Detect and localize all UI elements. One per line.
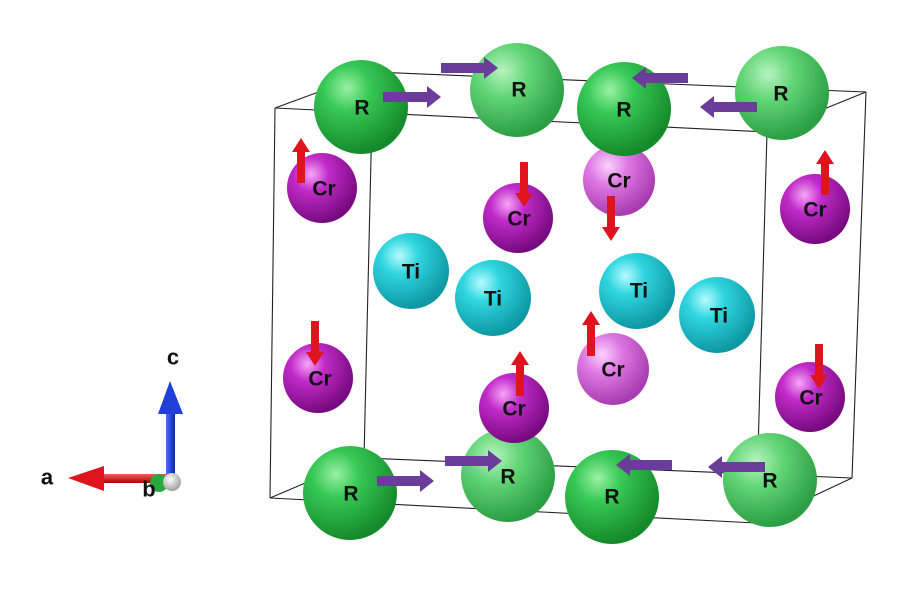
atom-Ti: Ti [599, 253, 675, 329]
atom-Ti: Ti [373, 233, 449, 309]
atom-label: R [616, 99, 631, 122]
moment-arrow-R-plus [377, 470, 434, 492]
moment-arrow-R-minus [700, 96, 757, 118]
axis-a-shaft [100, 474, 170, 483]
atom-R: R [577, 62, 671, 156]
moment-arrows-Cr [292, 138, 834, 396]
axis-c-arrowhead [158, 381, 183, 414]
moment-arrow-Cr-down [602, 196, 620, 241]
axis-c-shaft [166, 409, 175, 479]
atom-label: Cr [799, 387, 822, 410]
axis-origin [163, 473, 181, 491]
atom-Ti: Ti [679, 277, 755, 353]
atom-Cr: Cr [479, 373, 549, 443]
atom-label: Cr [312, 178, 335, 201]
moment-arrow-Cr-up [511, 351, 529, 396]
moment-arrow-R-plus [441, 57, 498, 79]
atom-label: R [500, 466, 515, 489]
axis-label-c: c [167, 345, 179, 370]
moment-arrow-R-plus [445, 450, 502, 472]
atom-back-Cr: Cr [583, 144, 655, 216]
atom-back-R: R [723, 433, 817, 527]
moment-arrow-R-minus [632, 67, 688, 89]
moment-arrows-R [377, 57, 765, 492]
atom-label: R [604, 486, 619, 509]
atom-label: Ti [402, 261, 420, 284]
atom-label: Cr [507, 208, 530, 231]
atom-label: R [773, 83, 788, 106]
moment-arrow-R-minus [616, 454, 672, 476]
axis-label-b: b [142, 477, 155, 502]
moment-arrow-R-plus [383, 86, 441, 108]
atom-Cr: Cr [775, 362, 845, 432]
atom-label: Cr [803, 199, 826, 222]
moment-arrow-Cr-down [306, 321, 324, 366]
atom-label: Ti [710, 305, 728, 328]
atom-R: R [303, 446, 397, 540]
atom-label: Ti [484, 288, 502, 311]
atom-label: R [343, 483, 358, 506]
atom-Cr: Cr [483, 183, 553, 253]
atom-label: R [354, 97, 369, 120]
moment-arrow-Cr-up [816, 150, 834, 195]
atom-back-R: R [735, 46, 829, 140]
atom-label: R [762, 470, 777, 493]
atom-label: Cr [607, 170, 630, 193]
atom-label: Cr [601, 359, 624, 382]
axis-b-marker [150, 474, 168, 492]
atom-label: Cr [502, 398, 525, 421]
moment-arrow-Cr-up [582, 311, 600, 356]
axes-indicator: c a b [41, 345, 183, 502]
moment-arrow-Cr-up [292, 138, 310, 183]
moment-arrow-Cr-down [810, 344, 828, 389]
atom-Cr: Cr [283, 343, 353, 413]
axis-label-a: a [41, 465, 54, 490]
cell-edge [269, 107, 276, 499]
atom-Cr: Cr [780, 174, 850, 244]
atom-label: Cr [308, 368, 331, 391]
axis-a-arrowhead [68, 466, 104, 491]
cell-edge [851, 91, 867, 479]
moment-arrow-Cr-down [515, 162, 533, 207]
atom-Ti: Ti [455, 260, 531, 336]
moment-arrow-R-minus [708, 456, 765, 478]
atom-back-R: R [461, 428, 555, 522]
atom-R: R [314, 60, 408, 154]
atom-label: Ti [630, 280, 648, 303]
atom-label: R [511, 79, 526, 102]
atom-R: R [565, 450, 659, 544]
